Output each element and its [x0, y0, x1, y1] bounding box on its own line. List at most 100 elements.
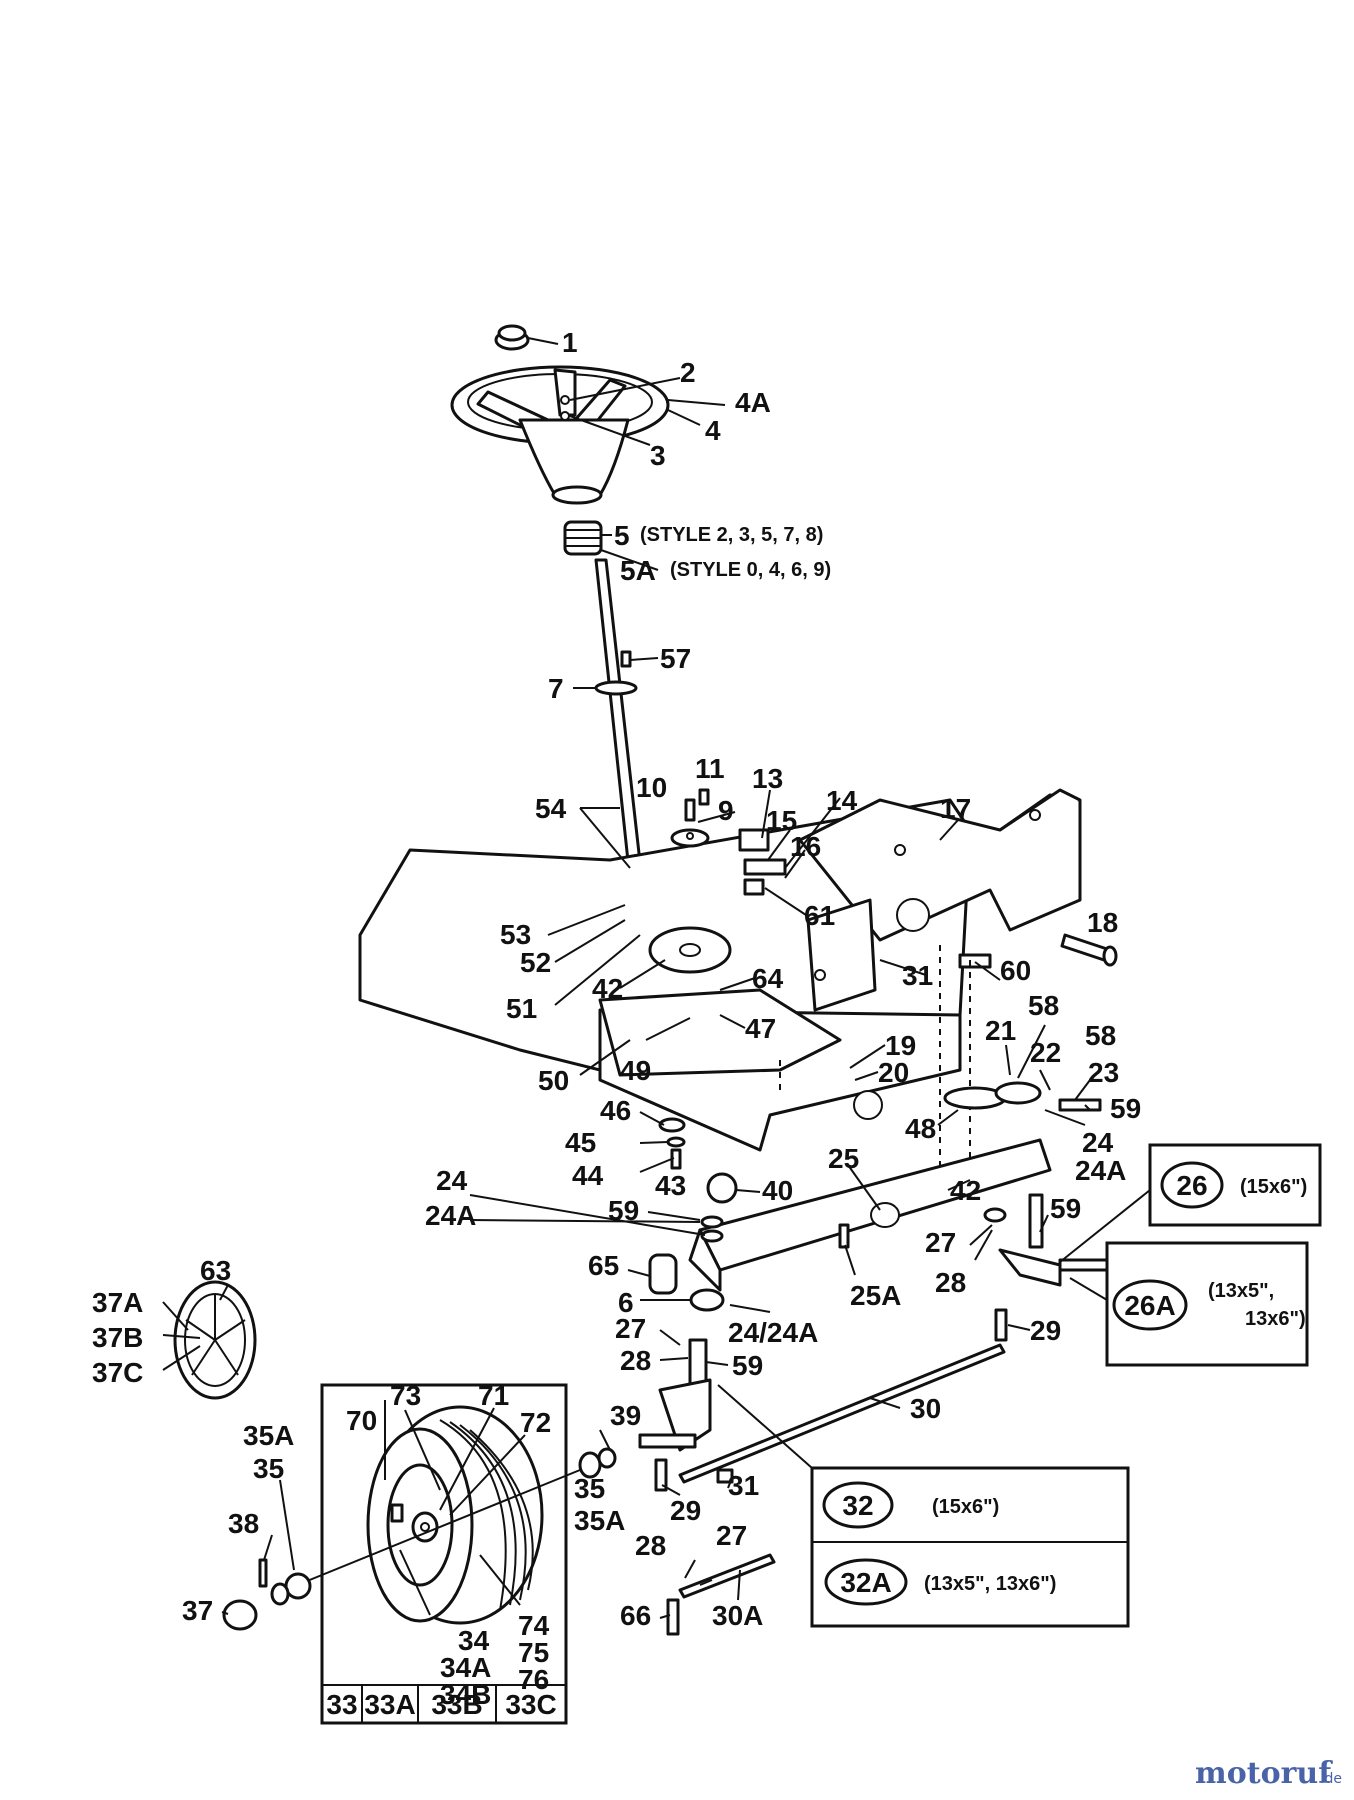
callout-32-label: 32	[842, 1490, 873, 1521]
part-number: 42	[950, 1175, 981, 1206]
part-number: 45	[565, 1127, 596, 1158]
part-number: 37	[182, 1595, 213, 1626]
sector-hole	[679, 943, 701, 957]
bolt-60	[958, 953, 992, 969]
part-number: 23	[1088, 1057, 1119, 1088]
part-number: 34A	[440, 1652, 491, 1683]
part-note: (STYLE 0, 4, 6, 9)	[670, 559, 831, 581]
axle-pivot-hole	[870, 1202, 900, 1228]
part-number: 60	[1000, 955, 1031, 986]
callout-26-label: 26	[1176, 1170, 1207, 1201]
hub-bore	[420, 1522, 430, 1532]
part-number: 35A	[243, 1420, 294, 1451]
part-number: 46	[600, 1095, 631, 1126]
washer-61	[743, 878, 765, 896]
bushing-40	[706, 1172, 738, 1204]
part-number: 65	[588, 1250, 619, 1281]
callout-32A-label: 32A	[840, 1567, 891, 1598]
pin-38	[258, 1558, 268, 1588]
part-number: 51	[506, 993, 537, 1024]
part-number: 35	[574, 1473, 605, 1504]
part-number: 53	[500, 919, 531, 950]
part-number: 73	[390, 1380, 421, 1411]
bolt-29-right	[994, 1308, 1008, 1342]
hub-bottom	[551, 485, 603, 505]
sector-plate	[598, 988, 842, 1077]
part-number: 42	[592, 973, 623, 1004]
frame-bracket-left	[806, 898, 877, 1012]
washer-58	[994, 1081, 1042, 1105]
steering-wheel-assembly	[450, 324, 670, 928]
part-number: 37C	[92, 1357, 143, 1388]
part-number: 13	[752, 763, 783, 794]
nut-31	[716, 1468, 734, 1484]
part-number: 6	[618, 1287, 634, 1318]
washer-39	[597, 1447, 617, 1469]
part-number: 17	[940, 793, 971, 824]
part-number: 59	[1110, 1093, 1141, 1124]
spindle-left-arm	[658, 1378, 712, 1452]
part-number: 27	[716, 1520, 747, 1551]
part-number: 48	[905, 1113, 936, 1144]
watermark-text: motoruf	[1195, 1756, 1333, 1791]
part-number: 31	[728, 1470, 759, 1501]
part-number: 40	[762, 1175, 793, 1206]
part-number: 52	[520, 947, 551, 978]
part-number: 29	[670, 1495, 701, 1526]
part-number: 28	[635, 1530, 666, 1561]
bolt-10	[684, 798, 696, 822]
nut-2	[560, 395, 570, 405]
part-number: 43	[655, 1170, 686, 1201]
part-number: 39	[610, 1400, 641, 1431]
bushing-7	[594, 680, 638, 696]
tread-line	[469, 1429, 534, 1591]
callout-32: 32 (15x6") 32A (13x5", 13x6")	[717, 1384, 1130, 1628]
nut-11	[698, 788, 710, 806]
part-labels: 1 2 4A 4 3 5 (STYLE 2, 3, 5, 7, 8) 5A (S…	[92, 327, 1141, 1720]
part-number: 63	[200, 1255, 231, 1286]
part-number: 31	[902, 960, 933, 991]
part-number: 71	[478, 1380, 509, 1411]
front-axle-assembly	[638, 1081, 1112, 1636]
pin-25A	[838, 1223, 850, 1249]
part-number: 10	[636, 772, 667, 803]
spindle-26	[1028, 1193, 1044, 1249]
callout-26: 26 (15x6")	[1059, 1143, 1322, 1263]
screw-57	[620, 650, 632, 668]
bolt-66	[666, 1598, 680, 1636]
frame-hole-small	[1029, 809, 1041, 821]
part-number: 30	[910, 1393, 941, 1424]
leader-lines	[162, 337, 1091, 1619]
part-number: 59	[608, 1195, 639, 1226]
part-number: 37B	[92, 1322, 143, 1353]
callout-32-note: (15x6")	[932, 1496, 999, 1518]
part-number: 34B	[440, 1679, 491, 1710]
part-number: 76	[518, 1664, 549, 1695]
spoke-top	[553, 368, 577, 417]
part-number: 24	[1082, 1127, 1114, 1158]
part-number: 5A	[620, 555, 656, 586]
part-number: 58	[1028, 990, 1059, 1021]
part-number: 1	[562, 327, 578, 358]
watermark-logo: motoruf .de	[1195, 1756, 1342, 1791]
part-number: 24A	[1075, 1155, 1126, 1186]
part-number: 25	[828, 1143, 859, 1174]
washer-9-hole	[686, 832, 694, 840]
tread-line	[439, 1419, 507, 1611]
wheel-variant: 33	[326, 1689, 357, 1720]
part-number: 70	[346, 1405, 377, 1436]
part-number: 25A	[850, 1280, 901, 1311]
part-number: 7	[548, 673, 564, 704]
cap-37	[222, 1599, 258, 1631]
washer-3	[560, 411, 570, 421]
part-number: 49	[620, 1055, 651, 1086]
part-number: 11	[695, 753, 725, 784]
part-number: 72	[520, 1407, 551, 1438]
part-number: 21	[985, 1015, 1016, 1046]
part-number: 58	[1085, 1020, 1116, 1051]
tie-rod-30	[678, 1343, 1006, 1484]
spacer-13	[738, 828, 770, 852]
part-number: 18	[1087, 907, 1118, 938]
part-number: 35A	[574, 1505, 625, 1536]
part-number: 38	[228, 1508, 259, 1539]
